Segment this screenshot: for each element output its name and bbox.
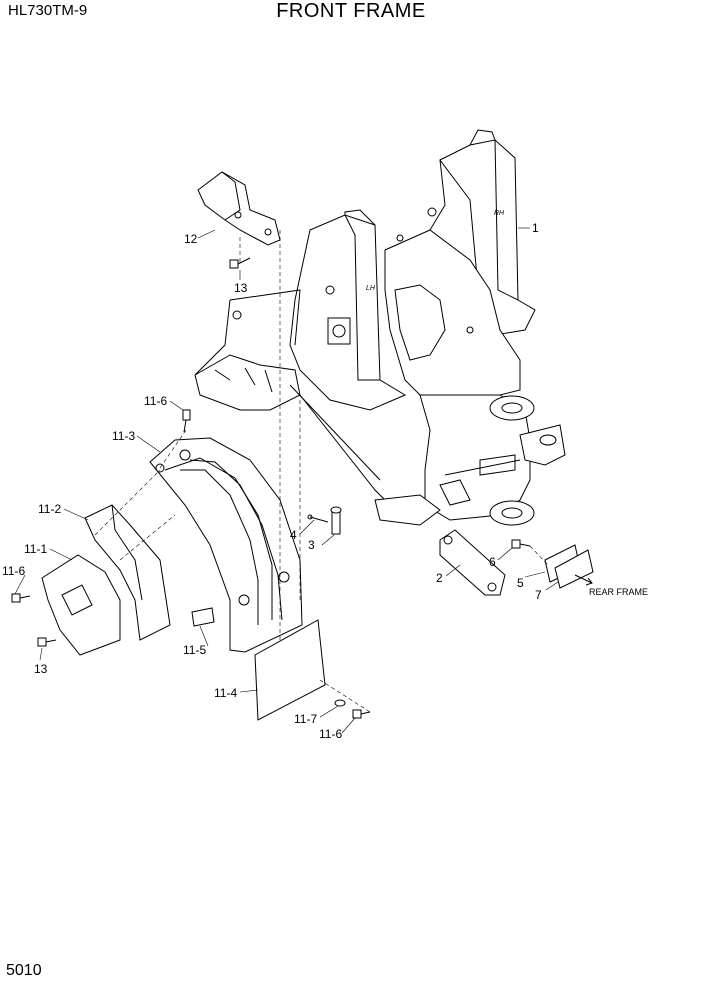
callout-3: 3 bbox=[308, 538, 315, 552]
callout-11-1: 11-1 bbox=[24, 542, 47, 556]
page-title: FRONT FRAME bbox=[276, 0, 426, 22]
callout-5: 5 bbox=[517, 576, 524, 590]
bolt-part-13-lower bbox=[37, 637, 57, 647]
bolt-part-13-upper bbox=[229, 257, 251, 269]
bolt-part-6 bbox=[511, 539, 531, 549]
fender-part-11-3 bbox=[149, 437, 303, 653]
clip-part-11-5 bbox=[191, 607, 215, 627]
model-code: HL730TM-9 bbox=[8, 2, 88, 19]
rear-frame-arrow bbox=[574, 574, 593, 586]
fender-plate-part-11-1 bbox=[41, 554, 121, 656]
front-frame-part: RH LH bbox=[194, 129, 566, 526]
lh-mark: LH bbox=[366, 285, 376, 292]
callout-11-3: 11-3 bbox=[112, 429, 135, 443]
callout-11-6-top: 11-6 bbox=[144, 394, 167, 408]
link-part-2 bbox=[439, 529, 506, 596]
callout-2: 2 bbox=[436, 571, 443, 585]
rh-mark: RH bbox=[494, 210, 505, 217]
pin-part-3 bbox=[330, 506, 342, 535]
callout-4: 4 bbox=[290, 528, 297, 542]
fender-bracket-part-11-2 bbox=[84, 504, 171, 641]
callout-11-4: 11-4 bbox=[214, 686, 237, 700]
pad-part-7 bbox=[554, 549, 594, 589]
rear-frame-note: REAR FRAME bbox=[589, 587, 648, 597]
bolt-part-11-6-left bbox=[11, 593, 31, 603]
page-number: 5010 bbox=[6, 962, 42, 979]
callout-13-upper: 13 bbox=[234, 281, 248, 295]
mud-flap-part-11-4 bbox=[254, 619, 326, 721]
pin-part-4 bbox=[307, 514, 329, 523]
washer-part-11-7 bbox=[334, 699, 346, 707]
callout-11-6-bottom: 11-6 bbox=[319, 727, 342, 741]
callout-1: 1 bbox=[532, 221, 539, 235]
callout-11-5: 11-5 bbox=[183, 643, 206, 657]
leader-lines bbox=[14, 227, 559, 734]
callout-12: 12 bbox=[184, 232, 198, 246]
assembly-lines bbox=[94, 230, 549, 713]
callout-6: 6 bbox=[489, 555, 496, 569]
callout-labels: 1 2 3 4 5 6 7 12 13 13 11-1 11-2 11-3 11… bbox=[2, 221, 648, 741]
bolt-part-11-6-lower bbox=[352, 709, 371, 719]
callout-11-2: 11-2 bbox=[38, 502, 61, 516]
bracket-part-12 bbox=[197, 171, 281, 246]
callout-7: 7 bbox=[535, 588, 542, 602]
bolt-part-11-6-top bbox=[182, 409, 191, 433]
callout-11-6-left: 11-6 bbox=[2, 564, 25, 578]
callout-11-7: 11-7 bbox=[294, 712, 317, 726]
callout-13-lower: 13 bbox=[34, 662, 48, 676]
